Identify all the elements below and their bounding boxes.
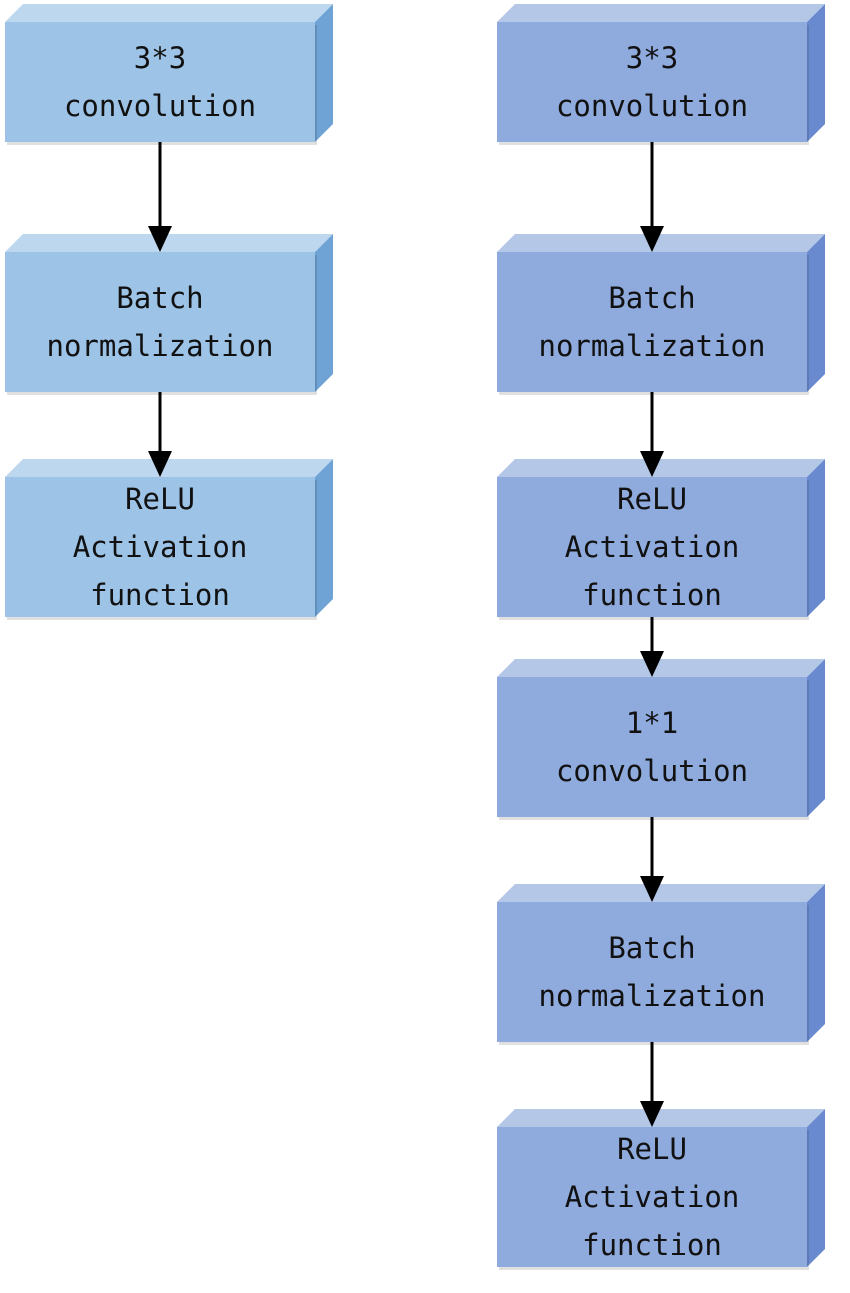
block-label: ReLU Activation function bbox=[497, 1127, 807, 1267]
block-top-face bbox=[497, 1109, 825, 1127]
block-side-face bbox=[315, 459, 333, 617]
flow-arrow bbox=[640, 617, 664, 677]
block-top-face bbox=[497, 884, 825, 902]
right-block-conv3x3: 3*3 convolution bbox=[497, 4, 825, 146]
flow-arrow bbox=[148, 392, 172, 477]
right-block-conv1x1: 1*1 convolution bbox=[497, 659, 825, 821]
label-line: Activation bbox=[564, 530, 740, 564]
block-shape bbox=[497, 884, 825, 1045]
block-label: Batch normalization bbox=[5, 252, 315, 392]
flow-arrow bbox=[640, 817, 664, 902]
block-label: ReLU Activation function bbox=[5, 477, 315, 617]
block-front-face bbox=[497, 677, 807, 817]
block-side-face bbox=[807, 234, 825, 392]
block-top-face bbox=[497, 659, 825, 677]
block-shape bbox=[497, 1109, 825, 1270]
label-line: Activation bbox=[564, 1180, 740, 1214]
right-block-batch-norm-2: Batch normalization bbox=[497, 884, 825, 1046]
block-side-face bbox=[807, 659, 825, 817]
block-shape bbox=[5, 459, 333, 620]
block-front-face bbox=[497, 1127, 807, 1267]
label-line: normalization bbox=[538, 979, 766, 1013]
label-line: ReLU bbox=[617, 1132, 687, 1166]
block-front-face bbox=[497, 22, 807, 142]
label-line: normalization bbox=[46, 329, 274, 363]
arrow-head bbox=[148, 226, 172, 252]
label-line: convolution bbox=[555, 89, 749, 123]
arrow-head bbox=[640, 226, 664, 252]
label-line: normalization bbox=[538, 329, 766, 363]
label-line: convolution bbox=[63, 89, 257, 123]
block-label: 1*1 convolution bbox=[497, 677, 807, 817]
arrow-head bbox=[640, 651, 664, 677]
label-line: function bbox=[582, 578, 722, 612]
block-top-face bbox=[5, 4, 333, 22]
label-line: Batch bbox=[608, 931, 696, 965]
block-label: 3*3 convolution bbox=[5, 22, 315, 142]
block-front-face bbox=[5, 252, 315, 392]
block-top-face bbox=[497, 234, 825, 252]
block-front-face bbox=[497, 252, 807, 392]
flow-arrow bbox=[640, 392, 664, 477]
right-block-relu-2: ReLU Activation function bbox=[497, 1109, 825, 1271]
block-shape bbox=[5, 4, 333, 145]
arrow-head bbox=[640, 451, 664, 477]
block-front-face bbox=[497, 477, 807, 617]
block-shape bbox=[497, 234, 825, 395]
arrow-head bbox=[640, 1101, 664, 1127]
block-shape bbox=[497, 4, 825, 145]
arrow-head bbox=[148, 451, 172, 477]
label-line: function bbox=[582, 1228, 722, 1262]
label-line: 1*1 bbox=[625, 706, 679, 740]
block-shape bbox=[5, 234, 333, 395]
block-side-face bbox=[807, 459, 825, 617]
block-front-face bbox=[5, 477, 315, 617]
block-shape bbox=[497, 659, 825, 820]
right-block-relu-1: ReLU Activation function bbox=[497, 459, 825, 621]
arrow-head bbox=[640, 876, 664, 902]
label-line: Activation bbox=[72, 530, 248, 564]
block-label: Batch normalization bbox=[497, 902, 807, 1042]
label-line: Batch bbox=[116, 281, 204, 315]
label-line: convolution bbox=[555, 754, 749, 788]
flow-arrow bbox=[148, 142, 172, 252]
block-shape bbox=[497, 459, 825, 620]
right-block-batch-norm-1: Batch normalization bbox=[497, 234, 825, 396]
block-side-face bbox=[315, 234, 333, 392]
block-label: ReLU Activation function bbox=[497, 477, 807, 617]
block-label: Batch normalization bbox=[497, 252, 807, 392]
block-side-face bbox=[807, 4, 825, 142]
label-line: Batch bbox=[608, 281, 696, 315]
left-block-batch-norm: Batch normalization bbox=[5, 234, 333, 396]
block-top-face bbox=[497, 4, 825, 22]
left-block-conv3x3: 3*3 convolution bbox=[5, 4, 333, 146]
block-side-face bbox=[315, 4, 333, 142]
flow-arrow bbox=[640, 1042, 664, 1127]
label-line: 3*3 bbox=[133, 41, 187, 75]
block-front-face bbox=[5, 22, 315, 142]
label-line: 3*3 bbox=[625, 41, 679, 75]
block-side-face bbox=[807, 1109, 825, 1267]
block-top-face bbox=[5, 459, 333, 477]
block-side-face bbox=[807, 884, 825, 1042]
block-top-face bbox=[497, 459, 825, 477]
block-front-face bbox=[497, 902, 807, 1042]
block-top-face bbox=[5, 234, 333, 252]
label-line: ReLU bbox=[125, 482, 195, 516]
left-block-relu: ReLU Activation function bbox=[5, 459, 333, 621]
block-label: 3*3 convolution bbox=[497, 22, 807, 142]
label-line: ReLU bbox=[617, 482, 687, 516]
label-line: function bbox=[90, 578, 230, 612]
flow-arrow bbox=[640, 142, 664, 252]
